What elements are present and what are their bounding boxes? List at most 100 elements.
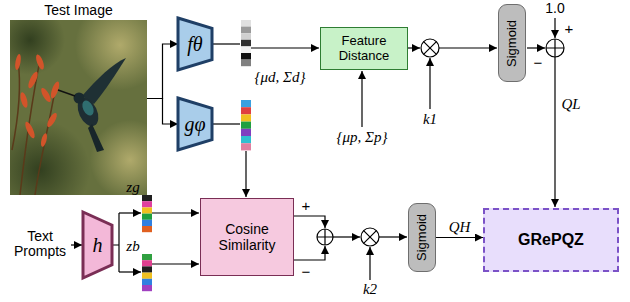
operator-symbol [361, 228, 379, 246]
text-embedding-vector [142, 195, 152, 201]
flow-line [439, 47, 497, 48]
text-embedding-vector [142, 226, 152, 232]
vector-label: zb [126, 238, 139, 255]
signal-label: QL [561, 96, 580, 113]
feature-vector [241, 40, 251, 47]
trapezoid-outline [178, 18, 212, 70]
test-photo [10, 20, 65, 75]
test-photo [40, 133, 48, 148]
hummingbird [74, 93, 85, 104]
flow-line [152, 263, 199, 264]
hummingbird [58, 90, 75, 96]
text-embedding-vector [142, 254, 152, 291]
vector-label: zg [126, 179, 139, 196]
operator-symbol [317, 229, 333, 245]
node-label: Sigmoid [505, 20, 520, 67]
node-label: Cosine Similarity [204, 221, 290, 253]
flow-line [429, 58, 430, 109]
sign-label: + [565, 21, 574, 38]
process-box: Cosine Similarity [200, 198, 294, 276]
flow-line [554, 57, 555, 207]
feature-vector [241, 53, 251, 60]
operator-symbol [546, 39, 564, 57]
node-label: gφ [184, 113, 205, 136]
flow-line [369, 247, 370, 280]
encoder-block: fθ [178, 18, 212, 70]
test-photo [10, 20, 147, 195]
weight-label: k1 [423, 111, 437, 128]
test-photo [19, 91, 29, 108]
flow-line [292, 216, 325, 228]
flow-line [245, 151, 246, 197]
text-embedding-vector [142, 285, 152, 291]
embedding-vector [241, 129, 251, 136]
text-embedding-vector [142, 273, 152, 279]
flow-line [119, 271, 141, 272]
operator-symbol [546, 39, 564, 57]
node-label: h [93, 234, 103, 257]
flow-line [379, 236, 407, 237]
flow-line [212, 43, 240, 44]
feature-vector [241, 46, 251, 53]
text-embedding-vector [142, 207, 152, 213]
process-box: Feature Distance [320, 27, 408, 70]
flow-arrow [147, 44, 178, 99]
text-embedding-vector [142, 266, 152, 272]
feature-vector [241, 33, 251, 40]
embedding-vector [241, 100, 251, 150]
trapezoid-outline [83, 212, 112, 278]
sigmoid-box: Sigmoid [408, 203, 436, 272]
sigmoid-box: Sigmoid [498, 4, 526, 82]
hummingbird [88, 124, 104, 152]
signal-label: QH [447, 218, 473, 235]
feature-vector [241, 60, 251, 67]
text-embedding-vector [142, 220, 152, 226]
feature-vector [241, 20, 251, 66]
node-label: GRePQZ [518, 231, 584, 249]
hummingbird [58, 58, 126, 152]
trapezoid-outline [178, 98, 212, 150]
flow-line [527, 47, 545, 48]
test-photo [39, 87, 52, 104]
test-photo [12, 60, 55, 195]
test-photo [14, 53, 61, 147]
operator-symbol [317, 229, 333, 245]
text-embedding-vector [142, 201, 152, 207]
flow-arrow [147, 99, 178, 125]
flow-line [406, 47, 420, 48]
operator-symbol [421, 39, 439, 57]
operator-symbol [364, 231, 377, 244]
node-label: Feature Distance [324, 34, 404, 64]
embedding-vector [241, 100, 251, 107]
sign-label: − [302, 264, 311, 281]
sign-label: + [302, 198, 311, 215]
test-photo [12, 60, 20, 150]
node-label: fθ [187, 33, 202, 56]
sign-label: − [534, 55, 543, 72]
node-label: Sigmoid [415, 214, 430, 261]
flow-line [361, 71, 362, 127]
test-photo [14, 54, 22, 71]
parameter-label: {μd, Σd} [255, 69, 306, 86]
flow-line [152, 212, 199, 213]
embedding-vector [241, 122, 251, 129]
flow-line [119, 212, 141, 213]
constant-label: 1.0 [545, 1, 564, 16]
test-photo [34, 53, 45, 70]
test-photo [23, 121, 36, 140]
text-embedding-vector [142, 195, 152, 232]
text-embedding-vector [142, 214, 152, 220]
output-box: GRePQZ [483, 208, 619, 272]
parameter-label: {μp, Σp} [337, 129, 388, 146]
text-embedding-vector [142, 254, 152, 260]
flow-line [251, 47, 319, 48]
embedding-vector [241, 114, 251, 121]
test-photo [35, 90, 55, 195]
image-frame: Test Image [10, 2, 147, 195]
flow-line [333, 236, 360, 237]
flow-line [212, 123, 240, 124]
weight-label: k2 [363, 281, 377, 298]
text-embedding-vector [142, 260, 152, 266]
encoder-block: gφ [178, 98, 212, 150]
